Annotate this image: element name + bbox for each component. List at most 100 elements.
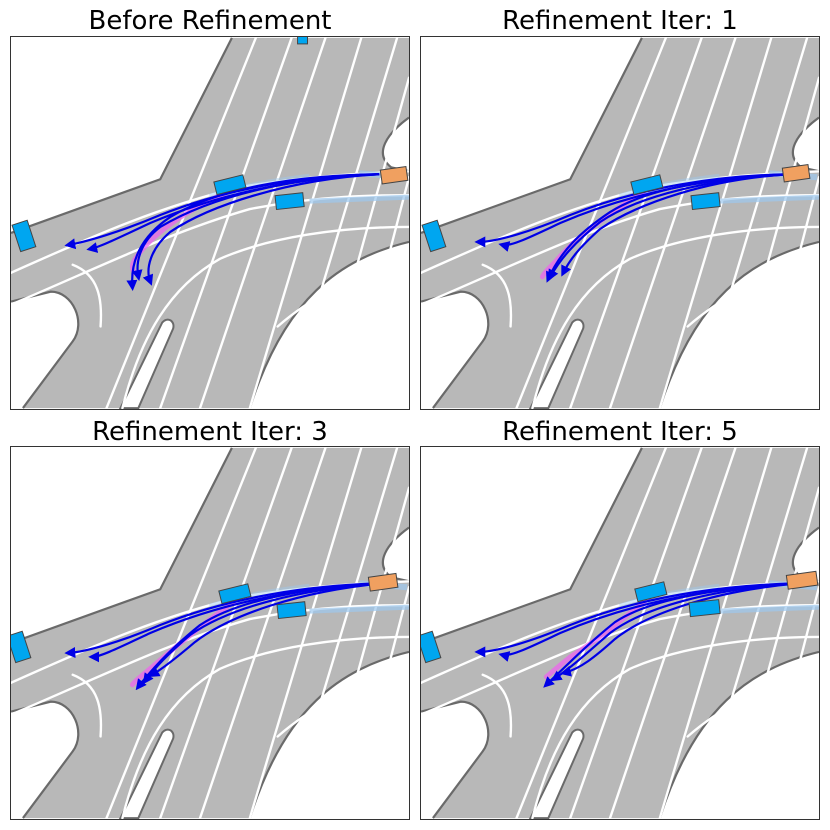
lane-centerline [248, 447, 363, 819]
lane-centerline [481, 673, 513, 738]
traffic-island [528, 318, 585, 409]
lane-centerline [121, 635, 409, 819]
lane-centerline [284, 37, 399, 409]
history-trace [719, 194, 819, 204]
lane-centerline [308, 285, 409, 358]
lane-centerline [336, 335, 409, 409]
road-edge [11, 447, 409, 819]
lane-centerline [531, 635, 819, 819]
lane-centerline [159, 447, 293, 819]
lane-centerline [71, 673, 103, 738]
other-vehicle [634, 581, 668, 603]
lane-centerline [421, 193, 819, 306]
predicted-trajectory [550, 582, 800, 682]
lane-centerline [569, 447, 703, 819]
lane-centerline [159, 447, 188, 501]
lane-centerline [11, 193, 409, 306]
lane-centerline [159, 37, 188, 91]
predicted-trajectory [474, 582, 800, 658]
road-edge [11, 37, 409, 409]
lane-centerline [105, 37, 257, 409]
traffic-island [118, 728, 175, 819]
lane-centerline [746, 335, 819, 409]
lane-centerline [569, 447, 598, 501]
lane-centerline [316, 486, 409, 819]
panel-title-iter5: Refinement Iter: 5 [502, 417, 738, 447]
other-vehicle [688, 599, 721, 618]
history-trace [719, 604, 819, 614]
panel-iter1 [420, 36, 820, 410]
lane-centerline [608, 447, 737, 819]
road-edge-left [421, 700, 490, 819]
panel-before [10, 36, 410, 410]
lane-centerline [694, 37, 809, 409]
road-edge [421, 37, 819, 409]
lane-centerline [383, 695, 409, 819]
lane-centerline [694, 447, 809, 819]
ego-vehicle [379, 165, 409, 185]
lane-centerline [531, 225, 819, 409]
lane-centerline [159, 37, 293, 409]
lane-centerline [569, 37, 598, 91]
history-trace [618, 583, 720, 611]
other-vehicle [630, 174, 664, 196]
lane-centerline [198, 37, 327, 409]
history-trace [309, 604, 409, 614]
lane-centerline [793, 695, 819, 819]
lane-centerline [608, 37, 737, 409]
ground-truth-trajectory [129, 184, 243, 276]
ego-vehicle [781, 163, 811, 183]
road-edge [421, 447, 819, 819]
ego-vehicle [367, 572, 399, 592]
road-edge-left [11, 290, 80, 409]
lane-centerline [383, 285, 409, 409]
predicted-trajectory [546, 173, 790, 283]
lane-centerline [198, 447, 327, 819]
road-edge-left [11, 700, 80, 819]
road-edge-left [421, 290, 490, 409]
lane-centerline [569, 37, 703, 409]
other-vehicle [213, 174, 247, 196]
traffic-island [118, 318, 175, 409]
scene-iter3 [11, 447, 409, 819]
predicted-trajectory [142, 173, 380, 286]
predicted-trajectory [135, 582, 384, 691]
lane-centerline [336, 745, 409, 819]
lane-centerline [481, 263, 513, 328]
lane-centerline [276, 257, 409, 328]
other-vehicle [11, 630, 32, 664]
other-vehicle [218, 583, 252, 605]
lane-centerline [316, 76, 409, 409]
history-trace [208, 583, 310, 611]
road-surface [421, 447, 819, 819]
other-vehicle [274, 192, 305, 211]
lane-centerline [105, 447, 257, 819]
predicted-trajectory [560, 582, 800, 677]
lane-centerline [421, 603, 819, 716]
road-edge-notch [381, 116, 409, 173]
lane-centerline [121, 225, 409, 409]
lane-centerline [515, 447, 667, 819]
other-vehicle [690, 192, 721, 211]
other-vehicle [276, 601, 307, 620]
scene-before [11, 37, 409, 409]
lane-centerline [686, 257, 819, 328]
predicted-trajectory [543, 582, 800, 688]
scene-iter5 [421, 447, 819, 819]
predicted-trajectory [148, 582, 384, 678]
other-vehicle [421, 630, 442, 664]
lane-centerline [276, 667, 409, 738]
lane-centerline [746, 745, 819, 819]
road-surface [11, 37, 409, 409]
predicted-trajectory [126, 173, 380, 292]
predicted-trajectory [142, 582, 384, 685]
other-vehicle [297, 37, 309, 45]
panel-iter5 [420, 446, 820, 820]
lane-centerline [718, 695, 819, 768]
lane-centerline [248, 37, 363, 409]
other-vehicle [421, 219, 447, 253]
scene-iter1 [421, 37, 819, 409]
traffic-island [528, 728, 585, 819]
lane-centerline [11, 603, 409, 716]
history-trace [618, 173, 720, 201]
